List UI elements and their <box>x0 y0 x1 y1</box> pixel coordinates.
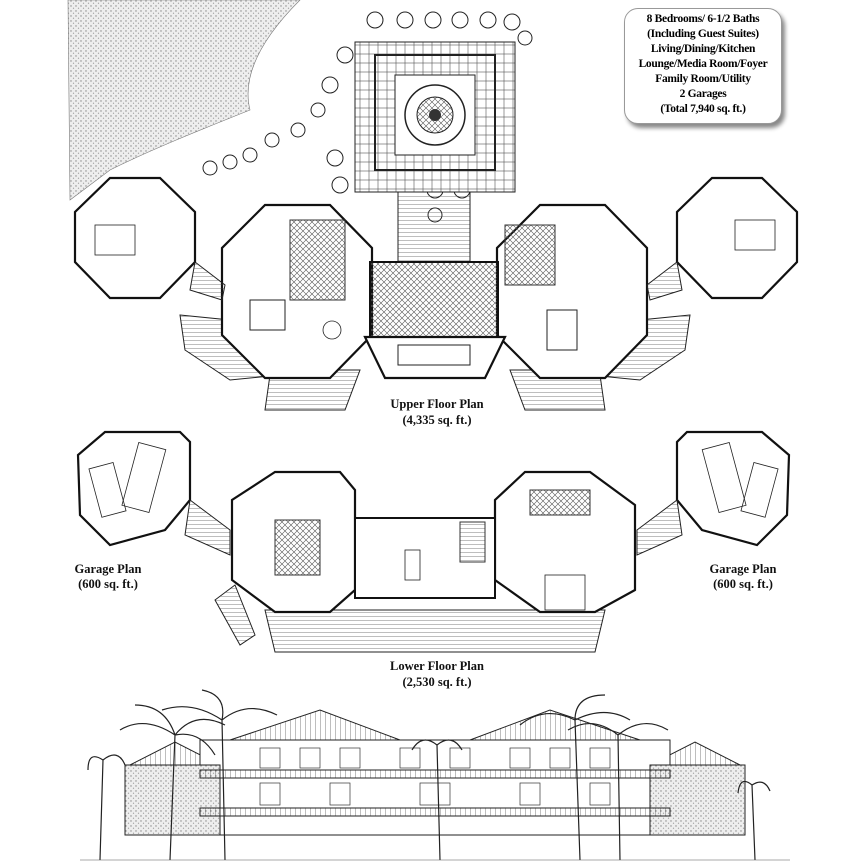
house-summary-box: 8 Bedrooms/ 6-1/2 Baths (Including Guest… <box>624 8 782 124</box>
lower-plan-area: (2,530 sq. ft.) <box>402 675 471 689</box>
courtyard <box>354 41 516 263</box>
garage-left-area: (600 sq. ft.) <box>78 577 138 591</box>
summary-line: Family Room/Utility <box>655 73 751 85</box>
upper-plan-title: Upper Floor Plan <box>390 397 483 411</box>
summary-line: Living/Dining/Kitchen <box>650 43 756 55</box>
summary-line: (Total 7,940 sq. ft.) <box>660 103 746 115</box>
garage-right-area: (600 sq. ft.) <box>713 577 773 591</box>
summary-line: Lounge/Media Room/Foyer <box>638 58 768 70</box>
lower-plan-title: Lower Floor Plan <box>390 659 484 673</box>
summary-line: 2 Garages <box>679 88 727 100</box>
upper-plan-area: (4,335 sq. ft.) <box>402 413 471 427</box>
garage-right-title: Garage Plan <box>709 562 776 576</box>
garage-left-title: Garage Plan <box>74 562 141 576</box>
summary-line: (Including Guest Suites) <box>647 28 759 40</box>
upper-floor-plan <box>73 176 799 411</box>
front-elevation <box>80 689 790 861</box>
lower-floor-plan <box>76 430 791 653</box>
summary-line: 8 Bedrooms/ 6-1/2 Baths <box>646 13 760 25</box>
